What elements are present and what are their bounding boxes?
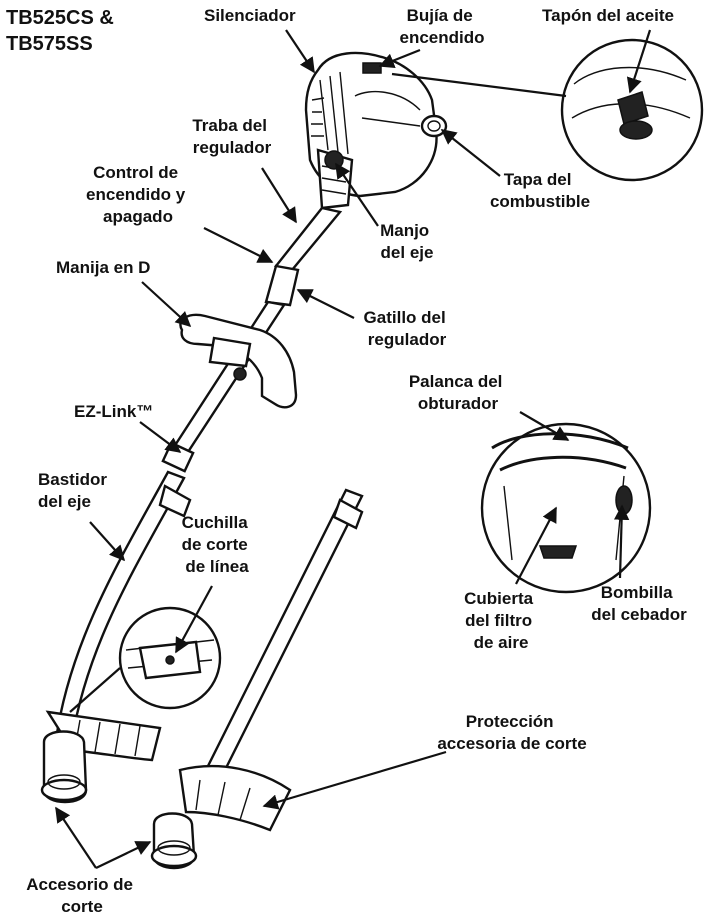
arrow-bombilla <box>613 504 630 579</box>
label-manija-en-d: Manija en D <box>56 258 150 277</box>
arrow-ezlink <box>139 421 182 453</box>
arrow-tapon <box>626 29 652 94</box>
arrow-accesorio-left <box>55 806 97 869</box>
label-tapa-del-combustible: Tapa del combustible <box>490 170 590 211</box>
arrow-manija <box>141 281 192 328</box>
arrow-bastidor <box>89 521 126 562</box>
arrow-palanca <box>519 411 570 441</box>
arrow-cubierta <box>515 506 557 585</box>
label-silenciador: Silenciador <box>204 6 296 25</box>
label-palanca-del-obturador: Palanca del obturador <box>409 372 507 413</box>
label-proteccion-accesoria: Protección accesoria de corte <box>437 712 586 753</box>
label-traba-del-regulador: Traba del regulador <box>192 116 271 157</box>
arrow-accesorio-right <box>95 841 152 869</box>
arrow-cuchilla <box>175 585 213 654</box>
arrow-gatillo <box>296 289 355 319</box>
label-tapon-del-aceite: Tapón del aceite <box>542 6 674 25</box>
arrow-bujia <box>378 48 421 69</box>
arrow-proteccion <box>262 750 447 810</box>
label-bombilla-del-cebador: Bombilla del cebador <box>591 583 687 624</box>
arrow-manjo <box>335 162 379 227</box>
arrow-control <box>203 227 274 263</box>
label-accesorio-de-corte: Accesorio de corte <box>26 875 138 916</box>
trimmer-illustration <box>40 38 704 870</box>
model-title: TB525CS & TB575SS <box>6 7 119 55</box>
label-cuchilla-de-corte: Cuchilla de corte de línea <box>182 513 253 576</box>
label-control-de-encendido: Control de encendido y apagado <box>86 163 190 226</box>
label-bastidor-del-eje: Bastidor del eje <box>38 470 112 511</box>
label-gatillo-del-regulador: Gatillo del regulador <box>364 308 451 349</box>
label-cubierta-del-filtro: Cubierta del filtro de aire <box>464 589 538 652</box>
arrow-tapa <box>440 129 501 177</box>
arrow-silenciador <box>285 29 315 74</box>
label-ez-link: EZ-Link™ <box>74 402 153 421</box>
label-manjo-del-eje: Manjo del eje <box>380 221 434 262</box>
leader-arrows <box>55 29 652 869</box>
label-bujia-de-encendido: Bujía de encendido <box>399 6 484 47</box>
arrow-traba <box>261 167 297 224</box>
